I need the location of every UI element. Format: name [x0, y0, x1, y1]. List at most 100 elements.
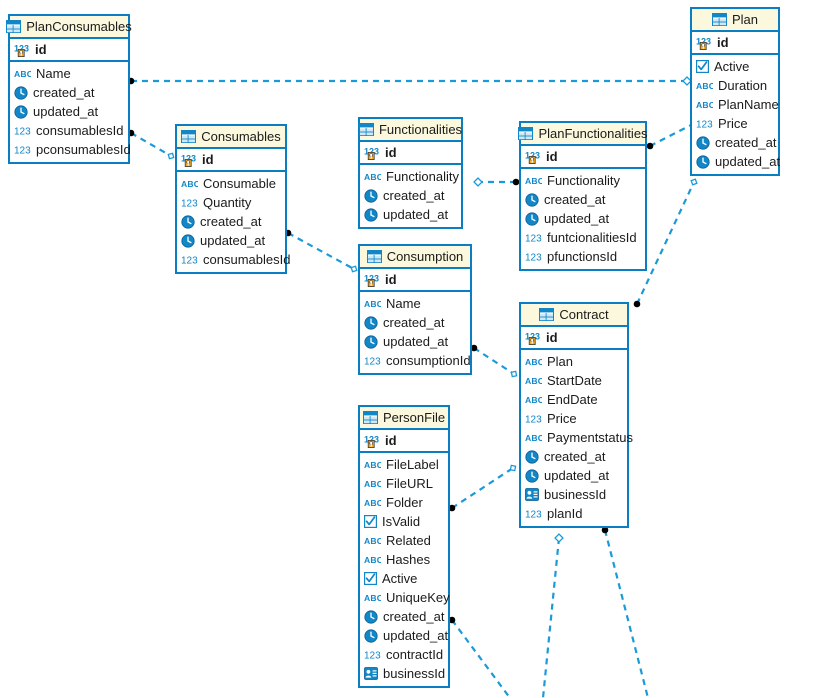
entity-header-planfunctionalities[interactable]: PlanFunctionalities — [518, 123, 648, 146]
entity-header-contract[interactable]: Contract — [521, 304, 627, 327]
column-row[interactable]: updated_at — [177, 231, 285, 250]
column-row[interactable]: Active — [692, 57, 778, 76]
svg-text:ABC: ABC — [696, 100, 713, 110]
column-row[interactable]: updated_at — [521, 209, 645, 228]
column-row[interactable]: created_at — [360, 607, 448, 626]
column-row[interactable]: IsValid — [360, 512, 448, 531]
column-label: Name — [36, 66, 71, 81]
relationship-line-rel-personfile-contract[interactable] — [451, 467, 514, 509]
column-row[interactable]: updated_at — [360, 205, 461, 224]
relationship-line-rel-consumables-consumption[interactable] — [287, 232, 355, 270]
column-row[interactable]: updated_at — [521, 466, 627, 485]
entity-header-plan[interactable]: Plan — [692, 9, 778, 32]
column-row[interactable]: created_at — [521, 190, 645, 209]
relationship-line-rel-consumption-contract[interactable] — [473, 347, 515, 375]
entity-header-consumption[interactable]: Consumption — [360, 246, 470, 269]
abc-text-column-icon: ABC — [364, 497, 381, 508]
clock-datetime-column-icon — [181, 233, 195, 248]
column-row[interactable]: created_at — [10, 83, 128, 102]
column-label: consumablesId — [203, 252, 291, 267]
column-row[interactable]: created_at — [360, 186, 461, 205]
column-row[interactable]: businessId — [360, 664, 448, 683]
entity-header-planconsumables[interactable]: PlanConsumables — [6, 16, 132, 39]
entity-header-personfile[interactable]: PersonFile — [360, 407, 448, 430]
entity-title: PlanConsumables — [26, 19, 132, 34]
column-label: created_at — [383, 609, 445, 624]
table-icon — [358, 123, 374, 136]
relationship-line-rel-contract-down-left[interactable] — [541, 537, 561, 698]
column-row[interactable]: updated_at — [10, 102, 128, 121]
column-row[interactable]: created_at — [360, 313, 470, 332]
column-label: Hashes — [386, 552, 431, 567]
column-row[interactable]: updated_at — [360, 332, 470, 351]
svg-text:123: 123 — [696, 119, 713, 129]
column-label: created_at — [544, 449, 606, 464]
relationship-line-rel-planfunctionalities-plan[interactable] — [649, 123, 694, 147]
column-row[interactable]: created_at — [521, 447, 627, 466]
relationship-source-marker-rel-contract-plan — [633, 300, 641, 308]
relationship-line-rel-personfile-down[interactable] — [451, 619, 511, 698]
table-icon — [518, 127, 534, 140]
column-label: pfunctionsId — [547, 249, 618, 264]
table-icon — [539, 308, 555, 321]
svg-text:123: 123 — [14, 126, 31, 136]
column-row[interactable]: created_at — [692, 133, 778, 152]
relationship-line-rel-planconsumables-consumables[interactable] — [130, 132, 172, 157]
column-row[interactable]: updated_at — [360, 626, 448, 645]
column-row[interactable]: Active — [360, 569, 448, 588]
entity-header-consumables[interactable]: Consumables — [177, 126, 285, 149]
relationship-line-rel-contract-down-right[interactable] — [603, 529, 650, 698]
column-label: PlanName — [718, 97, 779, 112]
column-row[interactable]: created_at — [177, 212, 285, 231]
column-row[interactable]: businessId — [521, 485, 627, 504]
column-row[interactable]: ABC PlanName — [692, 95, 779, 114]
primary-key-number-icon: 123 — [14, 43, 31, 57]
entity-header-functionalities[interactable]: Functionalities — [358, 119, 462, 142]
column-row[interactable]: updated_at — [692, 152, 780, 171]
